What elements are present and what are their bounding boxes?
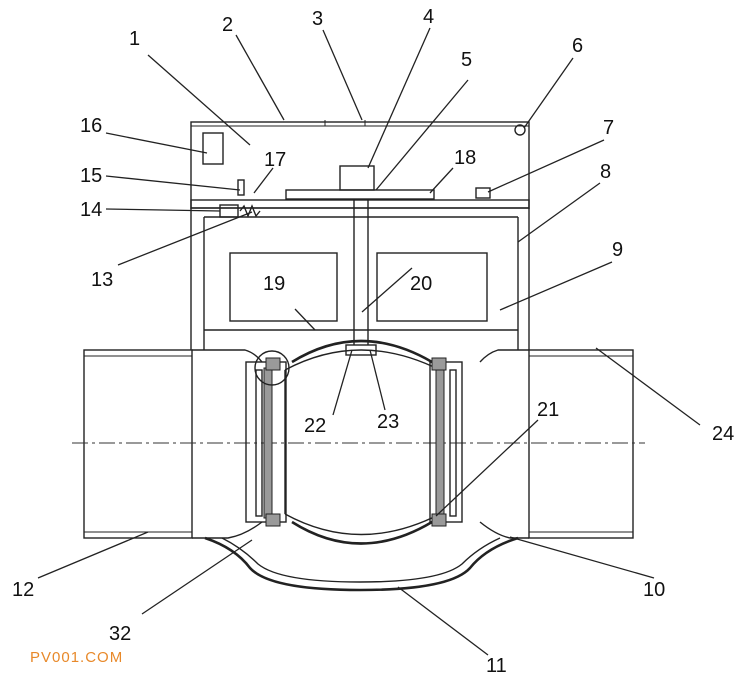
motor-box bbox=[190, 199, 530, 356]
callout-14: 14 bbox=[80, 199, 102, 221]
callout-11: 11 bbox=[486, 655, 507, 677]
callout-19: 19 bbox=[263, 273, 285, 295]
callout-9: 9 bbox=[612, 239, 623, 261]
right-seat bbox=[429, 357, 463, 527]
callout-10: 10 bbox=[643, 579, 665, 601]
callout-12: 12 bbox=[12, 579, 34, 601]
pipe-body bbox=[72, 349, 645, 592]
callout-21: 21 bbox=[537, 399, 559, 421]
callout-8: 8 bbox=[600, 161, 611, 183]
callout-13: 13 bbox=[91, 269, 113, 291]
callout-23: 23 bbox=[377, 411, 399, 433]
leader-lines bbox=[37, 27, 701, 656]
callout-32: 32 bbox=[109, 623, 131, 645]
callout-3: 3 bbox=[312, 8, 323, 30]
valve-ball bbox=[284, 339, 441, 545]
callout-7: 7 bbox=[603, 117, 614, 139]
callout-6: 6 bbox=[572, 35, 583, 57]
callout-24: 24 bbox=[712, 423, 734, 445]
callout-4: 4 bbox=[423, 6, 434, 28]
callout-18: 18 bbox=[454, 147, 476, 169]
watermark: PV001.COM bbox=[30, 649, 124, 666]
callout-20: 20 bbox=[410, 273, 432, 295]
callout-1: 1 bbox=[129, 28, 140, 50]
callout-15: 15 bbox=[80, 165, 102, 187]
callout-22: 22 bbox=[304, 415, 326, 437]
callout-2: 2 bbox=[222, 14, 233, 36]
callout-numbers: 1 2 3 4 5 6 7 8 9 10 11 12 13 14 15 16 1… bbox=[12, 6, 734, 677]
left-seat bbox=[245, 350, 290, 527]
callout-5: 5 bbox=[461, 49, 472, 71]
callout-17: 17 bbox=[264, 149, 286, 171]
callout-16: 16 bbox=[80, 115, 102, 137]
top-housing bbox=[190, 120, 530, 218]
